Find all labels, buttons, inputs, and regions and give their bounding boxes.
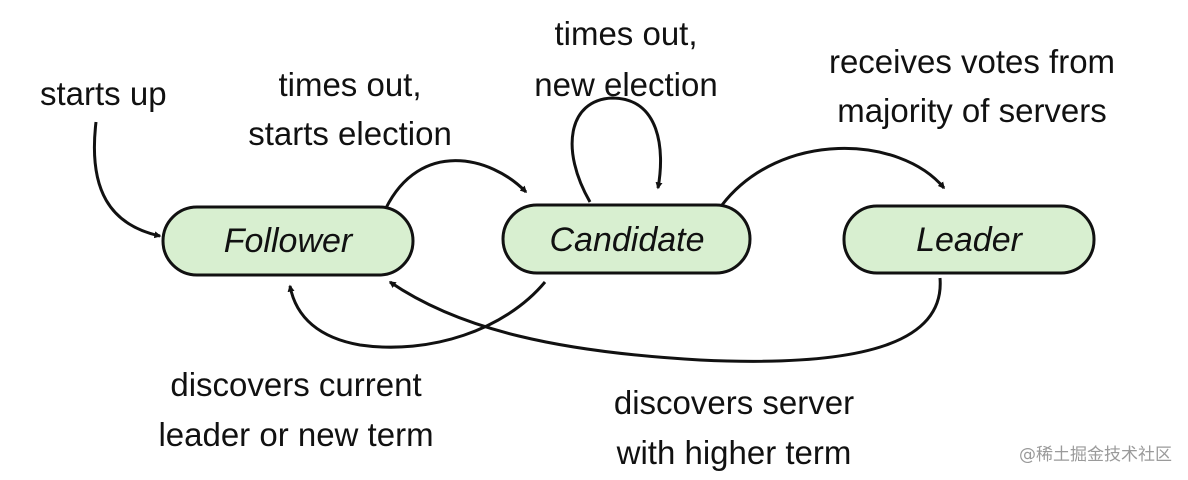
state-candidate-label: Candidate xyxy=(549,221,704,259)
edge-candidate-to-follower xyxy=(287,281,547,349)
edge-follower-to-candidate xyxy=(384,159,528,209)
edge-leader-to-follower xyxy=(388,277,942,363)
label-votes-line2: majority of servers xyxy=(837,92,1107,129)
edge-starts-up xyxy=(92,121,162,239)
state-follower-label: Follower xyxy=(224,222,354,260)
label-timeout-start-line2: starts election xyxy=(248,115,452,152)
label-votes-line1: receives votes from xyxy=(829,43,1115,80)
watermark: @稀土掘金技术社区 xyxy=(1019,445,1172,465)
label-discovers-server-line1: discovers server xyxy=(614,384,854,421)
state-candidate: Candidate xyxy=(501,203,752,275)
state-follower: Follower xyxy=(161,205,415,277)
label-timeout-new-line2: new election xyxy=(534,66,717,103)
label-discovers-leader-line2: leader or new term xyxy=(158,416,433,453)
label-discovers-server-line2: with higher term xyxy=(616,434,852,471)
label-timeout-start-line1: times out, xyxy=(278,66,421,103)
label-timeout-new-line1: times out, xyxy=(554,15,697,52)
state-leader: Leader xyxy=(842,204,1096,275)
edge-candidate-self-loop xyxy=(570,96,663,203)
edge-candidate-to-leader xyxy=(720,146,946,206)
label-starts-up: starts up xyxy=(40,75,167,112)
state-leader-label: Leader xyxy=(916,221,1024,259)
label-discovers-leader-line1: discovers current xyxy=(170,366,421,403)
